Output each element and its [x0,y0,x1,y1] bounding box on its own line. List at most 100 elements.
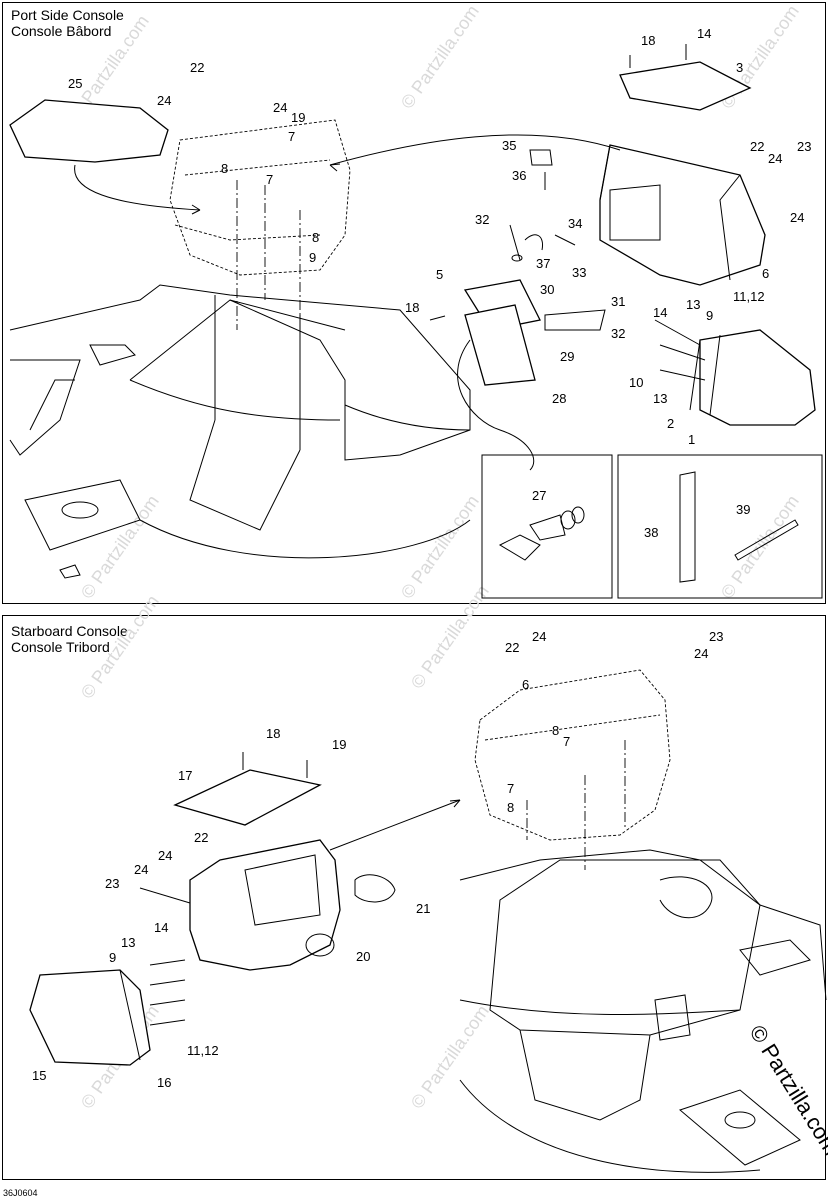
callout-24: 24 [158,848,172,863]
callout-1: 1 [688,432,695,447]
starboard-panel: Starboard Console Console Tribord [2,615,826,1180]
callout-24: 24 [790,210,804,225]
part-25-cover [9,99,169,163]
callout-24: 24 [532,629,546,644]
callout-24: 24 [273,100,287,115]
callout-24: 24 [694,646,708,661]
port-console-outline [169,119,351,276]
callout-22: 22 [505,640,519,655]
starboard-title-fr: Console Tribord [11,639,110,655]
watermark: © Partzilla.com [77,591,163,702]
callout-6: 6 [522,677,529,692]
part-20-console [189,839,341,971]
port-side-title-fr: Console Bâbord [11,23,112,39]
callout-19: 18 [641,33,655,48]
callout-13: 13 [686,297,700,312]
inset-box-38-39 [617,454,823,599]
callout-18: 14 [697,26,711,41]
callout-18: 18 [266,726,280,741]
watermark: © Partzilla.com [77,491,163,602]
watermark: © Partzilla.com [397,491,483,602]
callout-28: 29 [560,349,574,364]
callout-37: 36 [512,168,526,183]
callout-13: 13 [653,391,667,406]
callout-25: 25 [68,76,82,91]
callout-22: 22 [750,139,764,154]
part-27-box [464,304,536,386]
port-callouts: 22 24 25 24 19 7 8 7 8 9 18 14 3 35 36 2… [68,26,811,540]
figure-code: 36J0604 [3,1188,38,1198]
watermark: © Partzilla.com [407,1001,493,1112]
part-17-cover [173,769,322,826]
starboard-title: Starboard Console Console Tribord [11,623,128,655]
callout-17: 17 [178,768,192,783]
callout-24: 24 [768,151,782,166]
callout-33: 33 [572,265,586,280]
callout-22: 19 [291,110,305,125]
callout-5: 6 [762,266,769,281]
callout-21: 21 [416,901,430,916]
port-side-title: Port Side Console Console Bâbord [11,7,124,39]
callout-9: 9 [109,950,116,965]
arrow-to-starboard-console [329,799,461,851]
callout-23: 23 [709,629,723,644]
callout-8: 8 [507,800,514,815]
callout-8: 9 [309,250,316,265]
callout-18: 18 [405,300,419,315]
callout-22: 22 [194,830,208,845]
callout-15: 15 [32,1068,46,1083]
callout-7: 8 [221,161,228,176]
callout-13: 13 [121,935,135,950]
starboard-console-outline [474,669,671,841]
callout-31: 32 [611,326,625,341]
leader-curve [74,164,201,211]
callout-24: 24 [157,93,171,108]
part-15-console-half [29,969,151,1066]
callout-23: 23 [105,876,119,891]
starboard-hull-deck [459,849,827,1001]
arrow-to-port-console [329,134,621,166]
callout-11-12: 11,12 [733,289,765,304]
callout-2: 2 [667,416,674,431]
callout-20: 20 [356,949,370,964]
starboard-callouts: 24 22 23 24 6 8 7 7 8 18 19 17 22 24 24 … [32,629,723,1090]
callout-8: 8 [552,723,559,738]
inset-box-26 [481,454,613,599]
watermark: © Partzilla.com [407,581,493,692]
callout-14: 14 [154,920,168,935]
callout-26: 27 [532,488,546,503]
callout-27: 28 [552,391,566,406]
callout-39: 39 [736,502,750,517]
callout-36: 35 [502,138,516,153]
callout-3: 3 [736,60,743,75]
callout-7: 7 [507,781,514,796]
port-side-title-en: Port Side Console [11,7,124,23]
part-3-cover [619,61,752,111]
callout-7: 8 [312,230,319,245]
callout-16: 16 [157,1075,171,1090]
callout-23: 23 [797,139,811,154]
callout-23: 22 [190,60,204,75]
part-5-console [599,144,766,286]
port-hull-deck [9,284,471,461]
callout-7: 7 [563,734,570,749]
callout-9: 9 [706,308,713,323]
starboard-title-en: Starboard Console [11,623,128,639]
callout-35: 37 [536,256,550,271]
callout-4: 5 [436,267,443,282]
callout-38: 38 [644,525,658,540]
callout-34: 34 [568,216,582,231]
watermark: © Partzilla.com [397,1,483,112]
callout-30: 31 [611,294,625,309]
callout-32: 32 [475,212,489,227]
callout-6: 7 [288,129,295,144]
callout-29: 30 [540,282,554,297]
callout-10: 10 [629,375,643,390]
callout-8: 7 [266,172,273,187]
callout-14: 14 [653,305,667,320]
part-1-console-half [699,329,816,426]
callout-19: 19 [332,737,346,752]
callout-11-12: 11,12 [187,1043,219,1058]
part-21-gasket [354,874,396,903]
